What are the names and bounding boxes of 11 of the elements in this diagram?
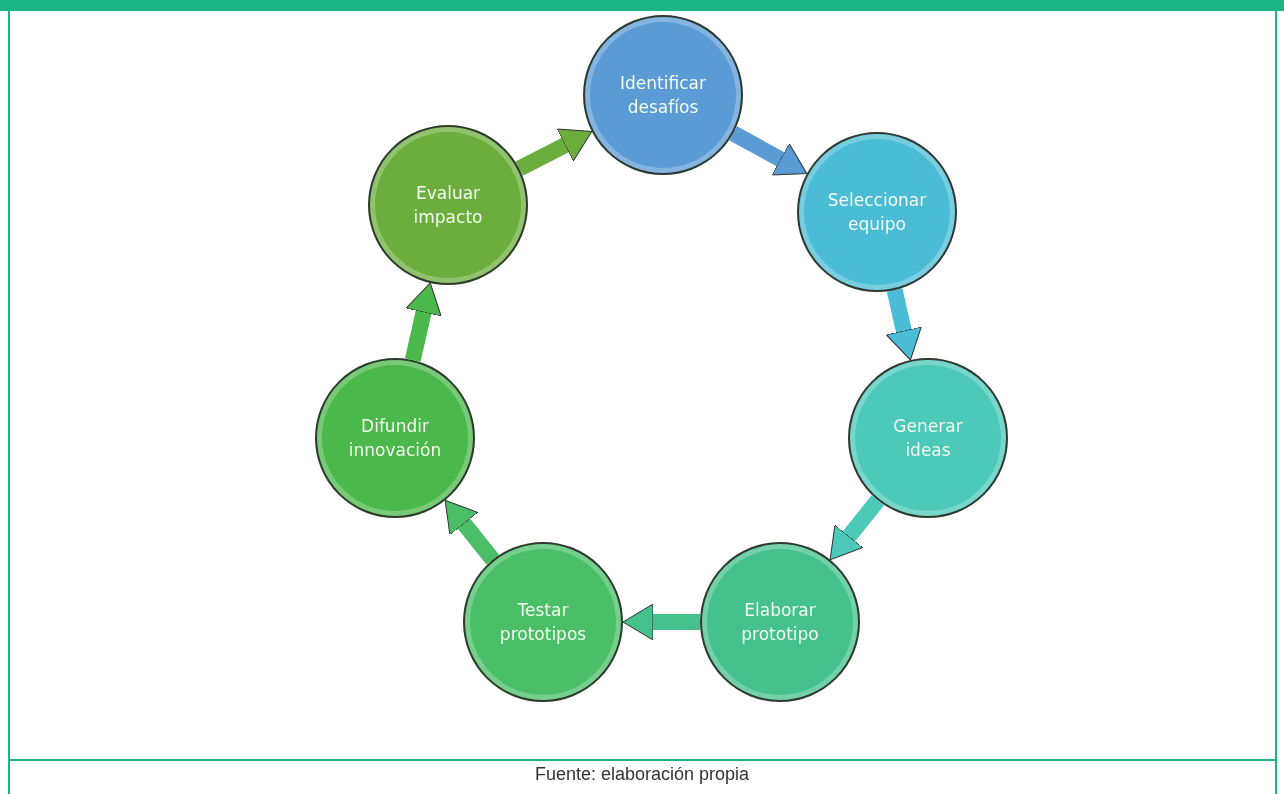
source-caption: Fuente: elaboración propia [533,764,751,785]
step-label: Elaborar prototipo [740,599,820,646]
block-arrow [404,281,442,362]
step-label: Generar ideas [892,415,964,462]
step-label: Seleccionar equipo [826,189,928,236]
step-label: Testar prototipos [498,599,588,646]
step-label: Identificar desafíos [619,72,707,119]
block-arrow [885,288,922,362]
step-label: Difundir innovación [347,415,443,462]
step-label: Evaluar impacto [412,182,484,229]
block-arrow [622,603,700,641]
